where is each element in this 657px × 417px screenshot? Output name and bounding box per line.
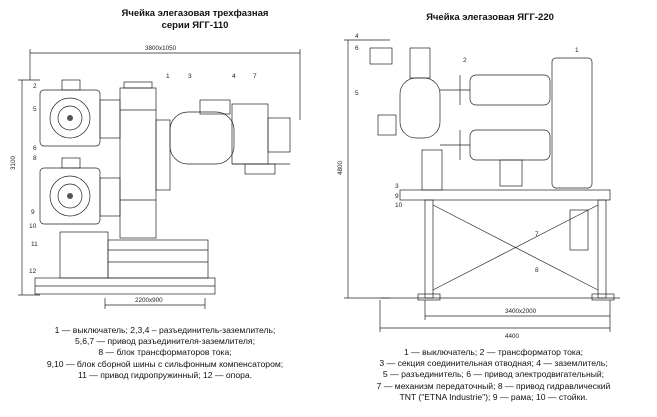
left-caption-line: 5,6,7 — привод разъединителя-заземлителя…	[75, 336, 255, 347]
right-caption-line: 7 — механизм передаточный; 8 — привод ги…	[376, 380, 611, 391]
right-earthing-switch-4	[499, 159, 523, 187]
right-label-2: 2	[463, 57, 467, 64]
right-ct-column-2	[551, 57, 593, 189]
left-ct-block	[169, 111, 235, 165]
left-label-12: 12	[29, 268, 37, 275]
left-label-11: 11	[31, 241, 38, 248]
left-dim-bottom: 2200х900	[135, 297, 163, 304]
right-label-8: 8	[535, 267, 539, 274]
left-label-8: 8	[33, 155, 37, 162]
left-label-6: 6	[33, 145, 37, 152]
right-drive-6-top	[369, 47, 393, 65]
left-drive-7	[231, 103, 269, 165]
left-caption: 1 — выключатель; 2,3,4 – разъединитель-з…	[0, 325, 330, 381]
right-connecting-section-3	[421, 149, 443, 191]
right-disconnector-5	[399, 77, 441, 139]
right-hydraulic-drive-8	[569, 209, 589, 251]
right-breaker-lower	[469, 129, 551, 161]
left-hydraulic-drive-11	[59, 231, 109, 279]
right-caption: 1 — выключатель; 2 — трансформатор тока;…	[330, 347, 657, 403]
right-dim-inner: 3400х2000	[505, 308, 537, 315]
right-drive-6	[377, 114, 397, 136]
right-label-10: 10	[395, 202, 403, 209]
left-label-5: 5	[33, 106, 37, 113]
right-label-9: 9	[395, 193, 399, 200]
left-dim-top: 3800х1050	[145, 45, 177, 52]
left-title: Ячейка элегазовая трехфазная серии ЯГГ-1…	[95, 8, 295, 32]
right-stand-right	[597, 199, 607, 299]
left-drawing: 3800х1050 2200х900 3100 1 2 3 4 7 5 6 8 …	[10, 45, 301, 309]
right-caption-line: 1 — выключатель; 2 — трансформатор тока;	[403, 347, 584, 357]
right-caption-line: 5 — разъединитель; 6 — привод электродви…	[382, 369, 605, 380]
right-caption-line: TNT ("ETNA Industrie"); 9 — рама; 10 — с…	[399, 391, 588, 402]
right-label-7: 7	[535, 231, 539, 238]
right-panel-ygg220: Ячейка элегазовая ЯГГ-220	[330, 0, 657, 417]
right-dim-height: 4800	[337, 160, 344, 175]
left-title-line1: Ячейка элегазовая трехфазная	[121, 8, 269, 19]
left-dim-height: 3100	[10, 155, 17, 170]
right-stand-left	[424, 199, 434, 299]
left-title-line2: серии ЯГГ-110	[161, 20, 229, 31]
left-label-3: 3	[188, 73, 192, 80]
left-label-10: 10	[29, 223, 37, 230]
right-dim-outer: 4400	[505, 333, 520, 340]
left-caption-line: 11 — привод гидропружинный; 12 — опора.	[77, 369, 253, 380]
right-label-5: 5	[355, 90, 359, 97]
left-label-2: 2	[33, 83, 37, 90]
left-label-7: 7	[253, 73, 257, 80]
left-label-9: 9	[31, 209, 35, 216]
right-breaker-upper	[469, 74, 551, 106]
right-title: Ячейка элегазовая ЯГГ-220	[426, 12, 554, 23]
right-drawing: 3400х2000 4400 4800 1 2 3 4 5 6 7 8 9 10	[337, 33, 620, 340]
right-label-4: 4	[355, 33, 359, 40]
left-caption-line: 8 — блок трансформаторов тока;	[98, 347, 232, 358]
left-caption-line: 9,10 — блок сборной шины с сильфонным ко…	[46, 358, 284, 369]
right-label-1: 1	[575, 47, 579, 54]
left-caption-line: 1 — выключатель; 2,3,4 – разъединитель-з…	[54, 325, 276, 335]
left-breaker-1	[119, 87, 157, 239]
right-label-3: 3	[395, 183, 399, 190]
right-label-6: 6	[355, 45, 359, 52]
left-label-1: 1	[166, 73, 170, 80]
left-panel-ygg110: Ячейка элегазовая трехфазная серии ЯГГ-1…	[0, 8, 330, 381]
right-caption-line: 3 — секция соединительная отводная; 4 — …	[379, 358, 608, 369]
left-label-4: 4	[232, 73, 236, 80]
right-frame-9	[399, 189, 611, 201]
